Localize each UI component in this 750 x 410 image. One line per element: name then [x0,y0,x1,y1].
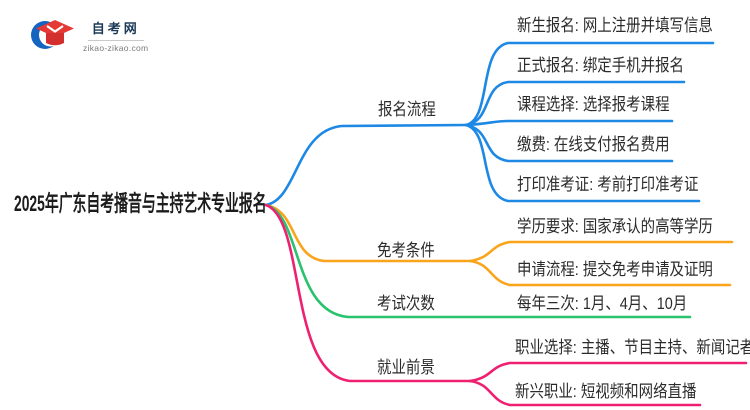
branch-label-exam-frequency: 考试次数 [377,294,435,313]
branch-4-line [264,203,472,383]
leaf-payment: 缴费: 在线支付报名费用 [517,135,670,154]
leaf-new-student-registration: 新生报名: 网上注册并填写信息 [517,16,713,35]
mindmap-root-title: 2025年广东自考播音与主持艺术专业报名 [14,191,267,216]
leaf-print-admission-ticket: 打印准考证: 考前打印准考证 [517,175,699,194]
graduation-cap-logo-icon [31,20,74,49]
branch-2-line [264,203,472,263]
leaf-career-choices: 职业选择: 主播、节目主持、新闻记者 [515,338,750,357]
site-logo-text: 自考网 zikao-zikao.com [83,18,148,53]
branch-3-line [264,203,692,319]
branch-label-career-prospects: 就业前景 [377,358,435,377]
branch-1-leaf-4-line [464,123,674,163]
leaf-application-process: 申请流程: 提交免考申请及证明 [517,260,713,279]
branch-2-leaf-1-line [468,240,734,263]
branch-1-leaf-2-line [464,80,686,127]
branch-4-leaf-2-line [468,379,702,407]
branch-label-exemption-conditions: 免考条件 [377,241,435,260]
leaf-formal-registration: 正式报名: 绑定手机并报名 [517,56,684,75]
leaf-course-selection: 课程选择: 选择报考课程 [517,95,670,114]
branch-label-registration-process: 报名流程 [378,100,436,119]
leaf-exam-times-per-year: 每年三次: 1月、4月、10月 [517,294,688,313]
leaf-education-requirement: 学历要求: 国家承认的高等学历 [517,217,713,236]
site-logo: 自考网 zikao-zikao.com [28,14,148,56]
branch-1-line [264,123,468,207]
branch-4-leaf-1-line [468,361,748,383]
branch-1-leaf-3-line [464,119,674,127]
site-name: 自考网 [87,18,144,41]
site-url: zikao-zikao.com [83,42,149,53]
branch-1-leaf-5-line [464,123,701,203]
leaf-emerging-careers: 新兴职业: 短视频和网络直播 [515,382,697,401]
branch-2-leaf-2-line [468,259,732,287]
branch-1-leaf-1-line [464,41,715,127]
